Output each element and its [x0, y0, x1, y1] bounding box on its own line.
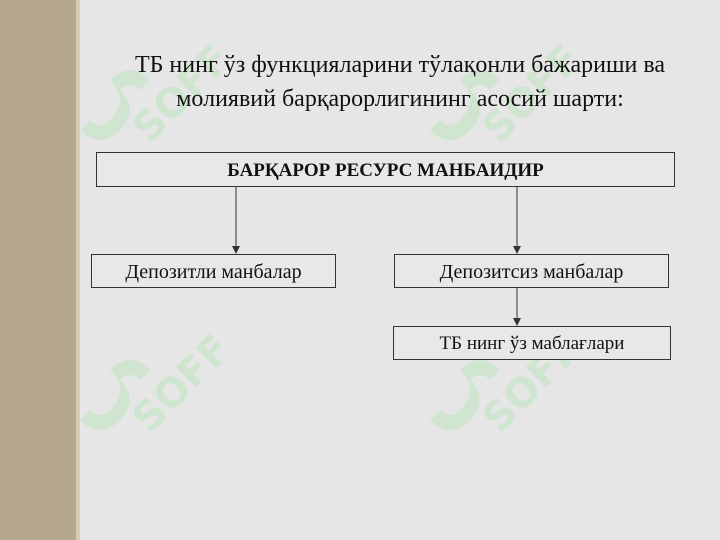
own-funds-box: ТБ нинг ўз маблағлари: [393, 326, 671, 360]
left-sidebar-strip: [0, 0, 76, 540]
root-node-box: БАРҚАРОР РЕСУРС МАНБАИДИР: [96, 152, 675, 187]
title-line-1: ТБ нинг ўз функцияларини тўлақонли бажар…: [134, 52, 665, 78]
non-deposit-sources-box: Депозитсиз манбалар: [394, 254, 669, 288]
deposit-sources-box: Депозитли манбалар: [91, 254, 336, 288]
title-line-2: молиявий барқарорлигининг асосий шарти:: [176, 86, 624, 112]
sidebar-edge: [76, 0, 80, 540]
slide-title: ТБ нинг ўз функцияларини тўлақонли бажар…: [80, 48, 720, 116]
